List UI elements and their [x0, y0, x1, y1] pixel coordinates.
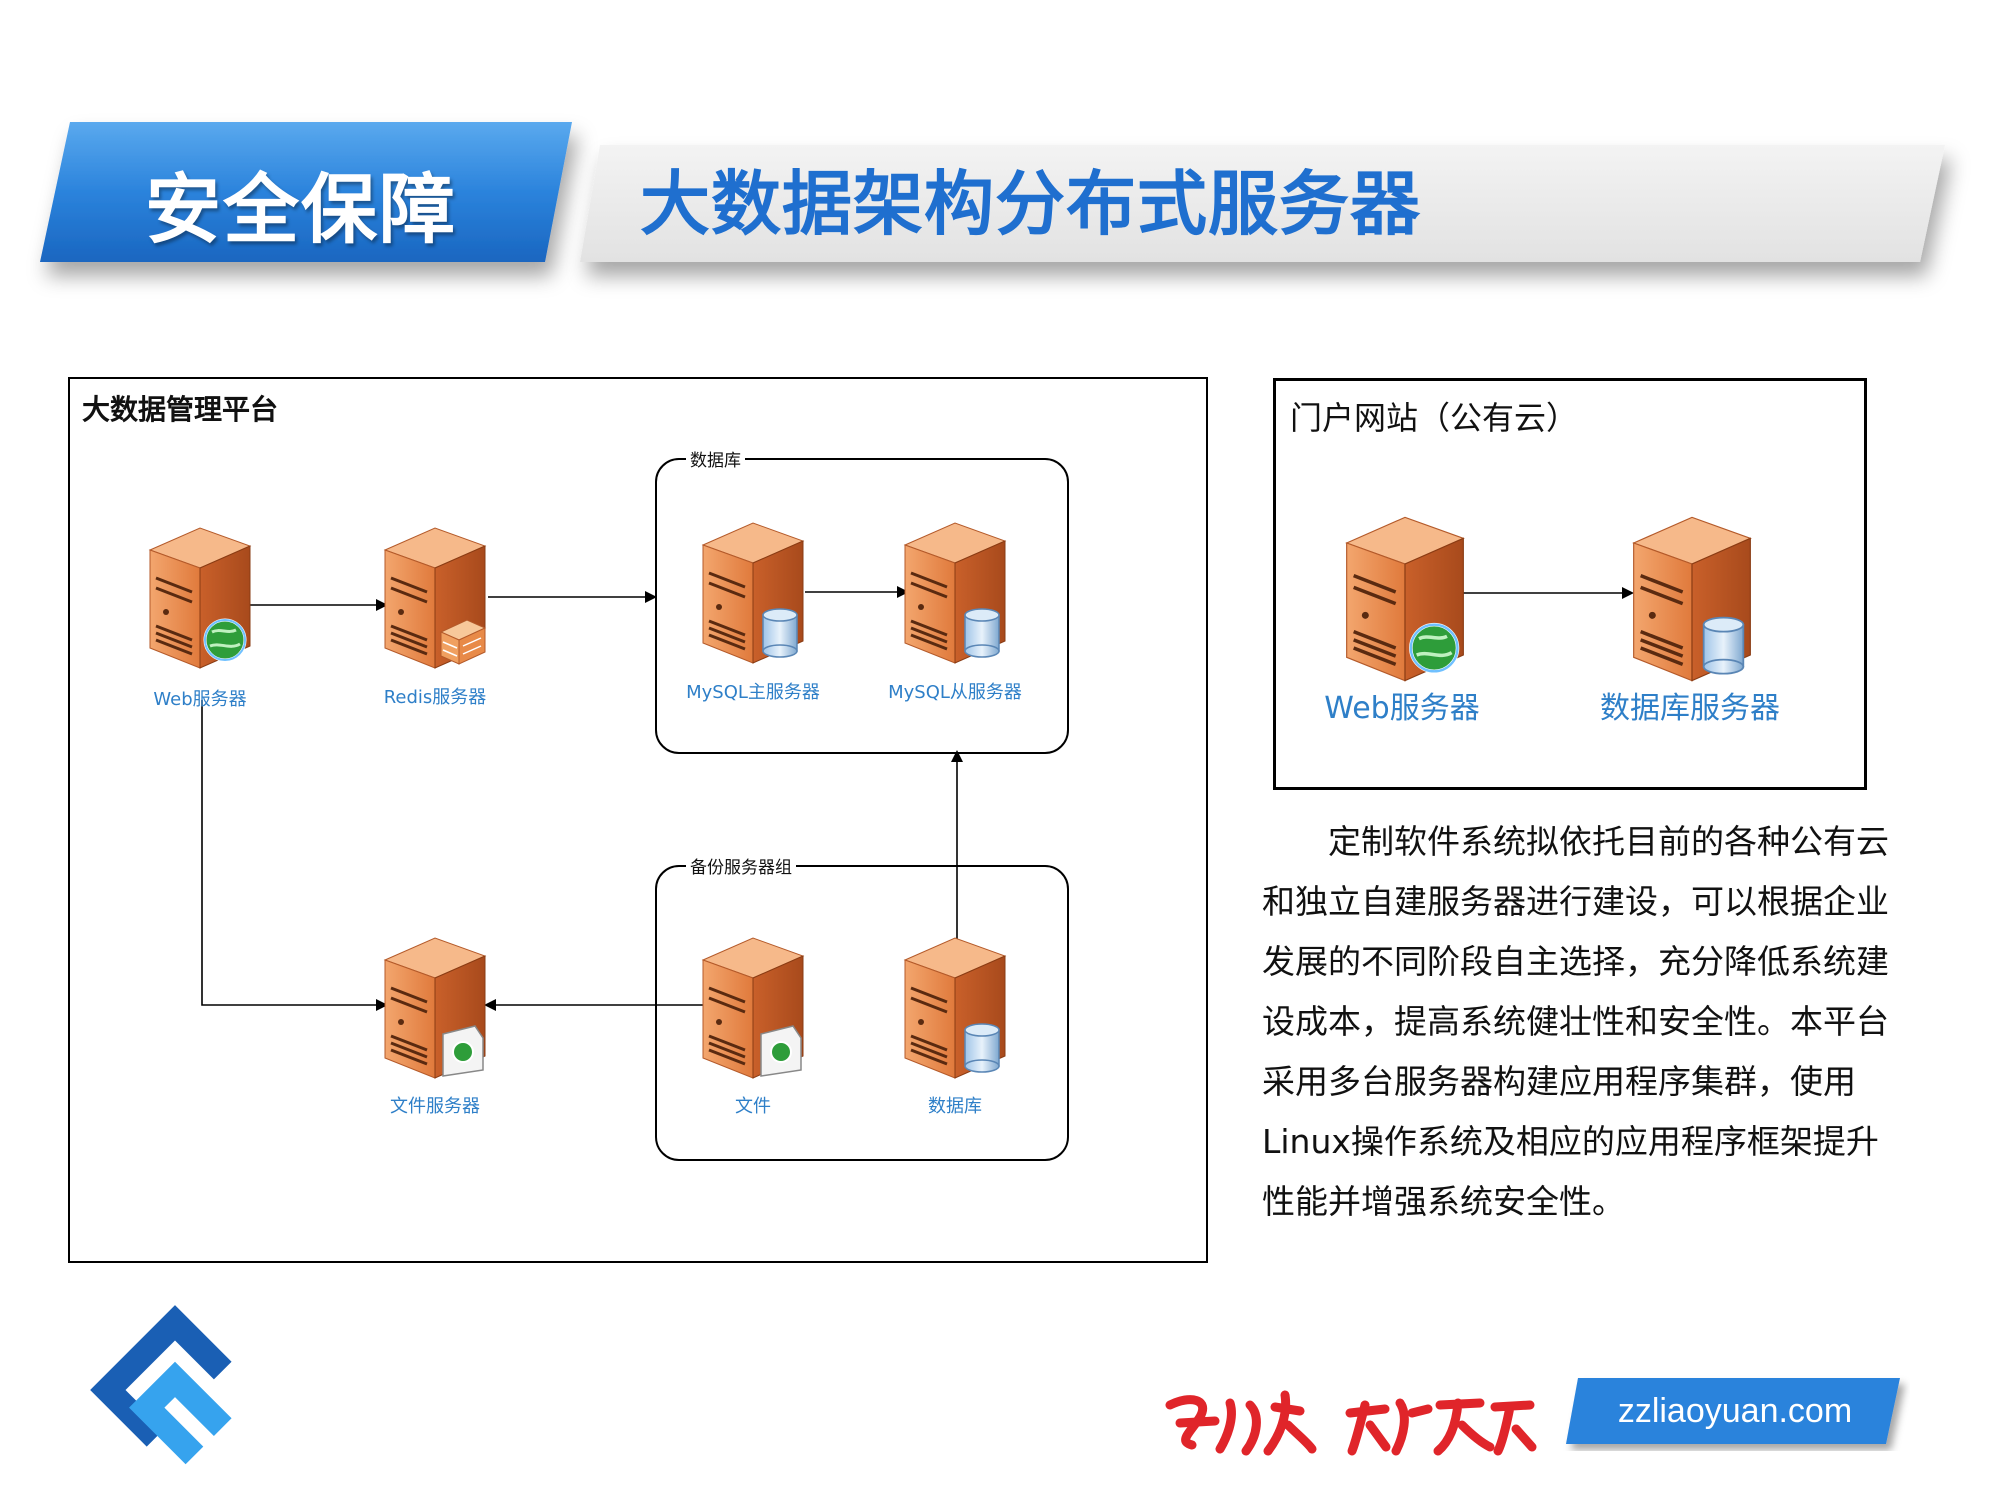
redis-server-icon — [375, 520, 495, 670]
header-grey-band — [580, 145, 1945, 262]
backup-group — [655, 865, 1069, 1161]
backup-file-label: 文件 — [735, 1096, 771, 1117]
platform-panel-title: 大数据管理平台 — [82, 393, 279, 426]
portal-web-icon — [1335, 508, 1475, 683]
file-server-label: 文件服务器 — [390, 1096, 480, 1117]
mysql-slave-label: MySQL从服务器 — [888, 682, 1022, 703]
website-url[interactable]: zzliaoyuan.com — [1617, 1392, 1853, 1430]
url-badge-bg — [1566, 1378, 1900, 1444]
page-title: 大数据架构分布式服务器 — [640, 163, 1421, 245]
web-server-label: Web服务器 — [153, 689, 247, 710]
portal-panel-title: 门户网站（公有云） — [1290, 399, 1579, 437]
description-text: 定制软件系统拟依托目前的各种公有云和独立自建服务器进行建设，可以根据企业发展的不… — [1262, 822, 1889, 1221]
redis-server-label: Redis服务器 — [383, 687, 487, 708]
backup-db-icon — [895, 930, 1015, 1080]
backup-file-icon — [693, 930, 813, 1080]
mysql-master-icon — [693, 515, 813, 665]
company-logo — [90, 1305, 232, 1465]
database-group — [655, 458, 1069, 754]
section-title: 安全保障 — [145, 165, 457, 254]
portal-panel — [1273, 378, 1867, 790]
mysql-master-label: MySQL主服务器 — [686, 682, 820, 703]
web-server-icon — [140, 520, 260, 670]
backup-db-label: 数据库 — [928, 1096, 982, 1117]
database-group-label: 数据库 — [686, 446, 745, 471]
portal-web-label: Web服务器 — [1324, 691, 1480, 726]
file-server-icon — [375, 930, 495, 1080]
mysql-slave-icon — [895, 515, 1015, 665]
portal-db-icon — [1622, 508, 1762, 683]
header-banner — [40, 122, 1945, 262]
calligraphy-logo — [1165, 1390, 1537, 1456]
backup-group-label: 备份服务器组 — [686, 853, 796, 878]
portal-db-label: 数据库服务器 — [1600, 691, 1780, 726]
header-blue-band — [40, 122, 572, 262]
